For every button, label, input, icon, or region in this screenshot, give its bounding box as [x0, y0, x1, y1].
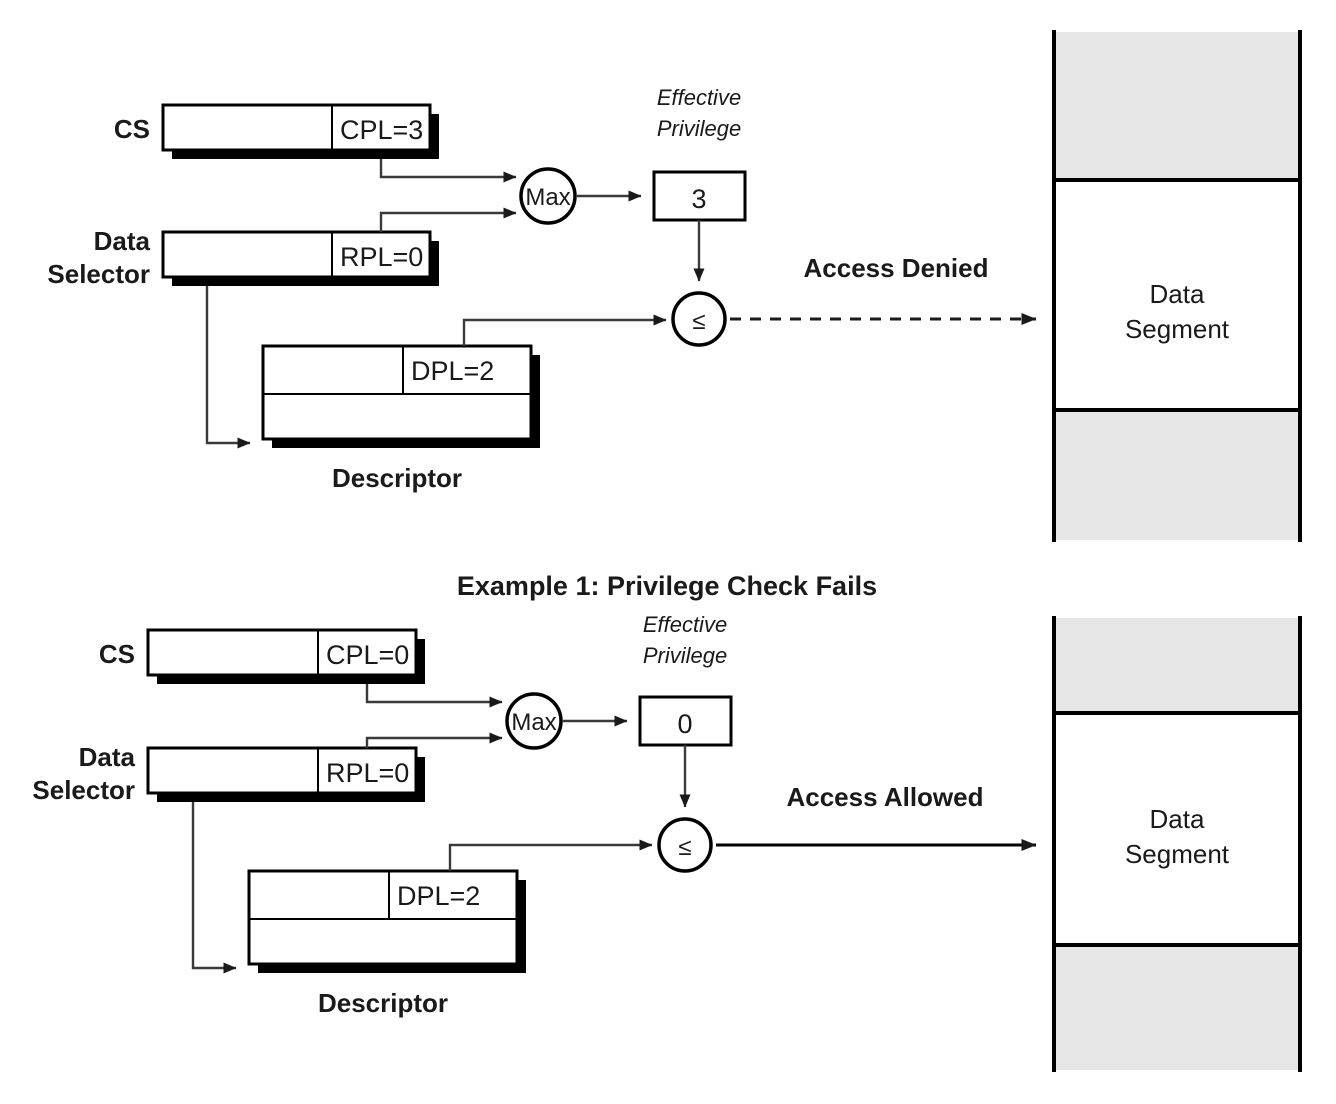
- data-selector-2-label-line2: Selector: [32, 775, 135, 805]
- memory-band-bottom: [1056, 410, 1298, 540]
- memory-column: Data Segment: [1052, 30, 1302, 542]
- data-selector-label-line2: Selector: [47, 259, 150, 289]
- cpl-to-max-connector-2: [365, 684, 503, 708]
- descriptor-label: Descriptor: [332, 463, 462, 493]
- data-selector-label-line1: Data: [94, 226, 151, 256]
- compare-node-2-label: ≤: [678, 834, 691, 861]
- descriptor-2[interactable]: DPL=2 Descriptor: [247, 869, 526, 1018]
- memory-label-2-line1: Data: [1150, 804, 1205, 834]
- memory-band-top-2: [1056, 618, 1298, 713]
- dpl-to-compare-connector: [462, 314, 667, 346]
- rpl-to-max-connector: [379, 207, 517, 232]
- max-node-label: Max: [525, 184, 570, 211]
- cs-register-box: [161, 103, 432, 152]
- effective-privilege-2-title-line1: Effective: [643, 612, 727, 637]
- data-selector-2-rpl-value: RPL=0: [326, 758, 409, 788]
- memory-band-middle-2: [1056, 713, 1298, 945]
- memory-band-top: [1056, 32, 1298, 180]
- effective-privilege-2-value: 0: [677, 709, 692, 739]
- memory-column-2: Data Segment: [1052, 616, 1302, 1072]
- effective-privilege-2-box: [638, 695, 733, 747]
- data-selector[interactable]: Data Selector RPL=0: [47, 226, 439, 289]
- caption-text: Example 1: Privilege Check Fails: [457, 571, 877, 601]
- cs-cpl-2-value: CPL=0: [326, 640, 409, 670]
- effective-privilege-2-title-line2: Privilege: [643, 643, 727, 668]
- selector-to-descriptor-connector: [205, 286, 251, 449]
- compare-node-circle: [671, 291, 727, 347]
- cs-register-label: CS: [114, 114, 150, 144]
- memory-label-line1: Data: [1150, 279, 1205, 309]
- cs-register-2[interactable]: CS CPL=0: [99, 628, 425, 684]
- data-selector-2[interactable]: Data Selector RPL=0: [32, 742, 425, 805]
- descriptor-2-dpl-value: DPL=2: [397, 881, 480, 911]
- effective-privilege: Effective Privilege 3: [652, 85, 747, 222]
- compare-node-label: ≤: [692, 308, 705, 335]
- descriptor[interactable]: DPL=2 Descriptor: [261, 344, 540, 493]
- descriptor-dpl-value: DPL=2: [411, 356, 494, 386]
- dpl-to-compare-connector-2: [448, 839, 653, 871]
- effective-privilege-2: Effective Privilege 0: [638, 612, 733, 747]
- data-selector-rpl-value: RPL=0: [340, 242, 423, 272]
- max-node-circle: [519, 167, 577, 225]
- effective-privilege-value: 3: [691, 184, 706, 214]
- compare-node: ≤: [671, 291, 727, 347]
- example-1-group: CS CPL=3 Data Selector RPL=0 DPL=2 Descr…: [47, 30, 1302, 542]
- memory-band-bottom-2: [1056, 945, 1298, 1070]
- max-node: Max: [519, 167, 577, 225]
- access-denied-label: Access Denied: [804, 253, 989, 283]
- descriptor-2-box: [247, 869, 519, 966]
- cpl-to-max-connector: [379, 159, 517, 183]
- max-node-2-circle: [505, 692, 563, 750]
- effective-privilege-title-line1: Effective: [657, 85, 741, 110]
- effective-privilege-title-line2: Privilege: [657, 116, 741, 141]
- descriptor-box: [261, 344, 533, 441]
- memory-label-line2: Segment: [1125, 314, 1230, 344]
- example-2-group: CS CPL=0 Data Selector RPL=0 DPL=2 Descr…: [32, 612, 1302, 1072]
- compare-node-2: ≤: [657, 817, 713, 873]
- max-node-2: Max: [505, 692, 563, 750]
- memory-band-middle: [1056, 180, 1298, 410]
- cs-register[interactable]: CS CPL=3: [114, 103, 439, 159]
- data-selector-2-label-line1: Data: [79, 742, 136, 772]
- data-selector-2-box: [146, 746, 418, 795]
- memory-label-2-line2: Segment: [1125, 839, 1230, 869]
- selector-to-descriptor-connector-2: [191, 802, 237, 974]
- cs-register-2-label: CS: [99, 639, 135, 669]
- descriptor-2-label: Descriptor: [318, 988, 448, 1018]
- effective-privilege-box: [652, 170, 747, 222]
- compare-node-2-circle: [657, 817, 713, 873]
- cs-register-2-box: [146, 628, 418, 677]
- data-selector-box: [161, 230, 432, 279]
- max-node-2-label: Max: [511, 709, 556, 736]
- rpl-to-max-connector-2: [365, 732, 503, 748]
- cs-cpl-value: CPL=3: [340, 115, 423, 145]
- access-allowed-label: Access Allowed: [786, 782, 983, 812]
